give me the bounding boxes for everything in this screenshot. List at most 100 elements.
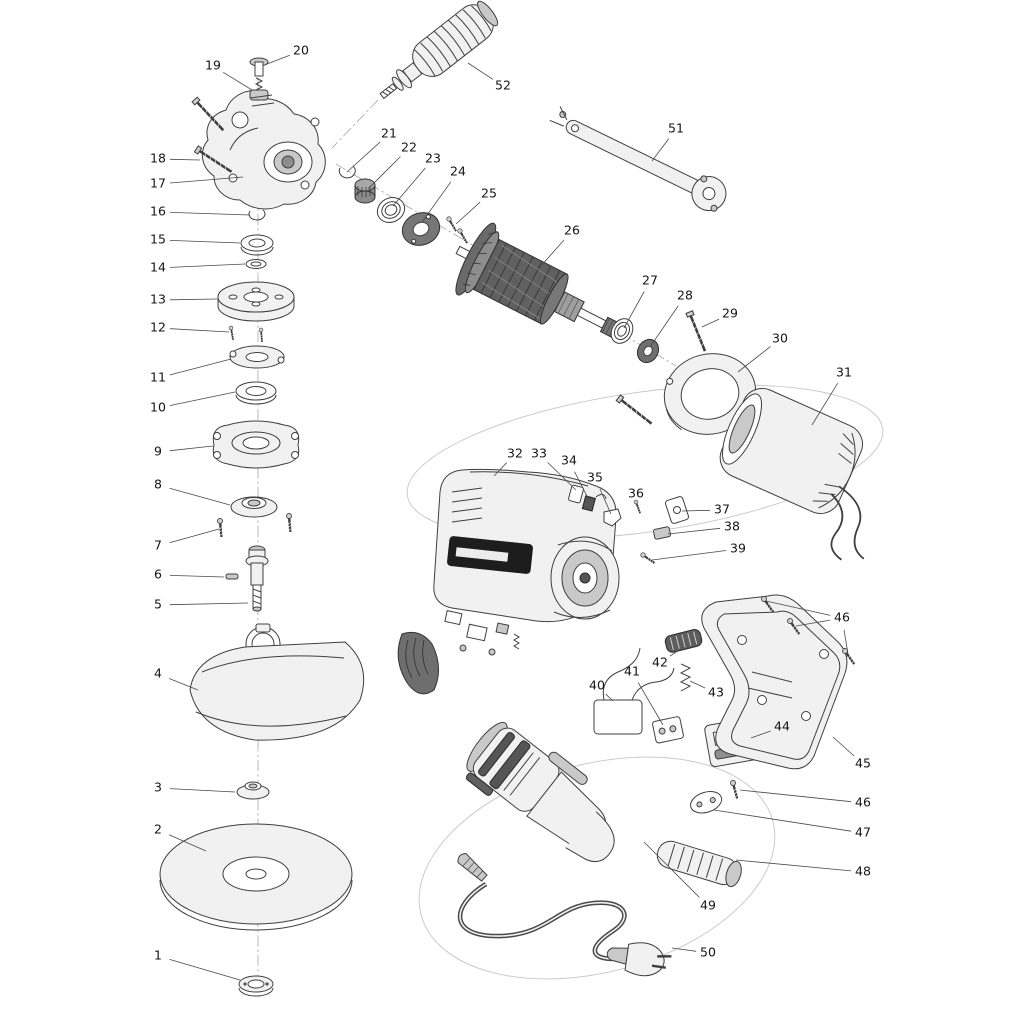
part-label-34: 34	[561, 453, 577, 468]
capacitor-40	[593, 647, 675, 735]
leader-line-3	[169, 788, 236, 793]
part-label-33: 33	[531, 446, 547, 461]
handle-grip-48	[656, 840, 742, 888]
terminal-block-41	[652, 716, 684, 744]
part-label-4: 4	[154, 666, 162, 681]
leader-line-1	[169, 959, 241, 981]
leader-line-48	[735, 859, 852, 872]
through-bolt-b	[614, 393, 655, 428]
leader-line-47	[713, 809, 852, 832]
part-label-6: 6	[154, 567, 162, 582]
part-label-26: 26	[564, 223, 580, 238]
part-label-42: 42	[652, 655, 668, 670]
circlip-16	[248, 209, 266, 221]
leader-line-41	[637, 682, 664, 726]
leader-line-27	[623, 291, 645, 329]
part-label-46: 46	[855, 795, 871, 810]
lock-pin-6	[225, 573, 239, 580]
part-label-28: 28	[677, 288, 693, 303]
part-label-40: 40	[589, 678, 605, 693]
leader-line-4	[168, 678, 199, 691]
grinding-disc-2	[159, 823, 353, 931]
armature-rotor-26	[455, 222, 620, 338]
part-label-37: 37	[714, 502, 730, 517]
leader-line-24	[421, 181, 452, 223]
flange-nut-1	[238, 975, 274, 997]
circlip-21	[338, 165, 356, 179]
leader-line-49	[643, 841, 700, 898]
leader-line-40	[605, 693, 614, 702]
gear-head-housing	[201, 89, 326, 210]
part-label-41: 41	[624, 664, 640, 679]
part-label-51: 51	[668, 121, 684, 136]
leader-line-22	[367, 156, 401, 190]
leader-line-30	[737, 346, 771, 373]
part-label-39: 39	[730, 541, 746, 556]
part-label-43: 43	[708, 685, 724, 700]
leader-line-32	[493, 462, 507, 477]
gear-screw-left	[227, 324, 236, 342]
brush-screw-39	[638, 550, 657, 566]
leader-line-21	[346, 141, 381, 173]
leader-line-29	[701, 318, 720, 328]
leader-line-2	[168, 834, 207, 852]
brush-cover-38	[653, 526, 671, 540]
cover-screw-right	[285, 512, 295, 534]
cord-strain-relief	[457, 853, 488, 882]
part-label-35: 35	[587, 470, 603, 485]
part-label-50: 50	[700, 945, 716, 960]
leader-line-31	[811, 382, 839, 426]
part-label-15: 15	[150, 232, 166, 247]
bearing-23	[376, 197, 406, 223]
leader-line-18	[169, 158, 201, 161]
leader-line-11	[169, 358, 232, 376]
part-label-49: 49	[700, 898, 716, 913]
power-plug	[606, 942, 672, 977]
leader-line-50	[671, 947, 697, 952]
brush-bracket-37	[665, 496, 689, 524]
part-label-17: 17	[150, 176, 166, 191]
part-label-11: 11	[150, 370, 166, 385]
part-label-10: 10	[150, 400, 166, 415]
part-label-16: 16	[150, 204, 166, 219]
part-label-25: 25	[481, 186, 497, 201]
leader-line-25	[455, 201, 481, 225]
leader-line-46	[765, 600, 831, 616]
leader-line-20	[266, 54, 290, 65]
part-label-1: 1	[154, 948, 162, 963]
part-label-38: 38	[724, 519, 740, 534]
leader-line-5	[169, 602, 249, 606]
leader-line-34	[574, 471, 590, 501]
side-handle-52	[379, 0, 499, 100]
leader-line-45	[832, 736, 855, 757]
part-label-9: 9	[154, 444, 162, 459]
part-label-8: 8	[154, 477, 162, 492]
leader-line-7	[169, 528, 220, 544]
bearing-baffle-30	[663, 353, 757, 435]
part-labels-layer: 1920181716151413121110987654321525121222…	[150, 43, 871, 981]
part-label-47: 47	[855, 825, 871, 840]
through-bolt-a	[684, 309, 710, 354]
part-label-7: 7	[154, 538, 162, 553]
spindle-5	[245, 545, 269, 612]
part-label-18: 18	[150, 151, 166, 166]
leader-line-42	[669, 649, 680, 657]
part-label-46: 46	[834, 610, 850, 625]
leader-line-23	[392, 167, 426, 207]
leader-line-16	[169, 212, 251, 216]
part-label-5: 5	[154, 597, 162, 612]
leader-line-6	[169, 575, 225, 578]
side-handle-axis	[331, 99, 379, 149]
bearing-27	[610, 318, 634, 344]
switch-small-parts	[397, 610, 520, 695]
part-label-27: 27	[642, 273, 658, 288]
leader-line-28	[649, 305, 679, 348]
leader-line-35	[599, 488, 612, 515]
part-label-12: 12	[150, 320, 166, 335]
clamp-plate-47	[690, 791, 723, 814]
part-label-52: 52	[495, 78, 511, 93]
stator-31	[719, 387, 865, 561]
part-label-20: 20	[293, 43, 309, 58]
